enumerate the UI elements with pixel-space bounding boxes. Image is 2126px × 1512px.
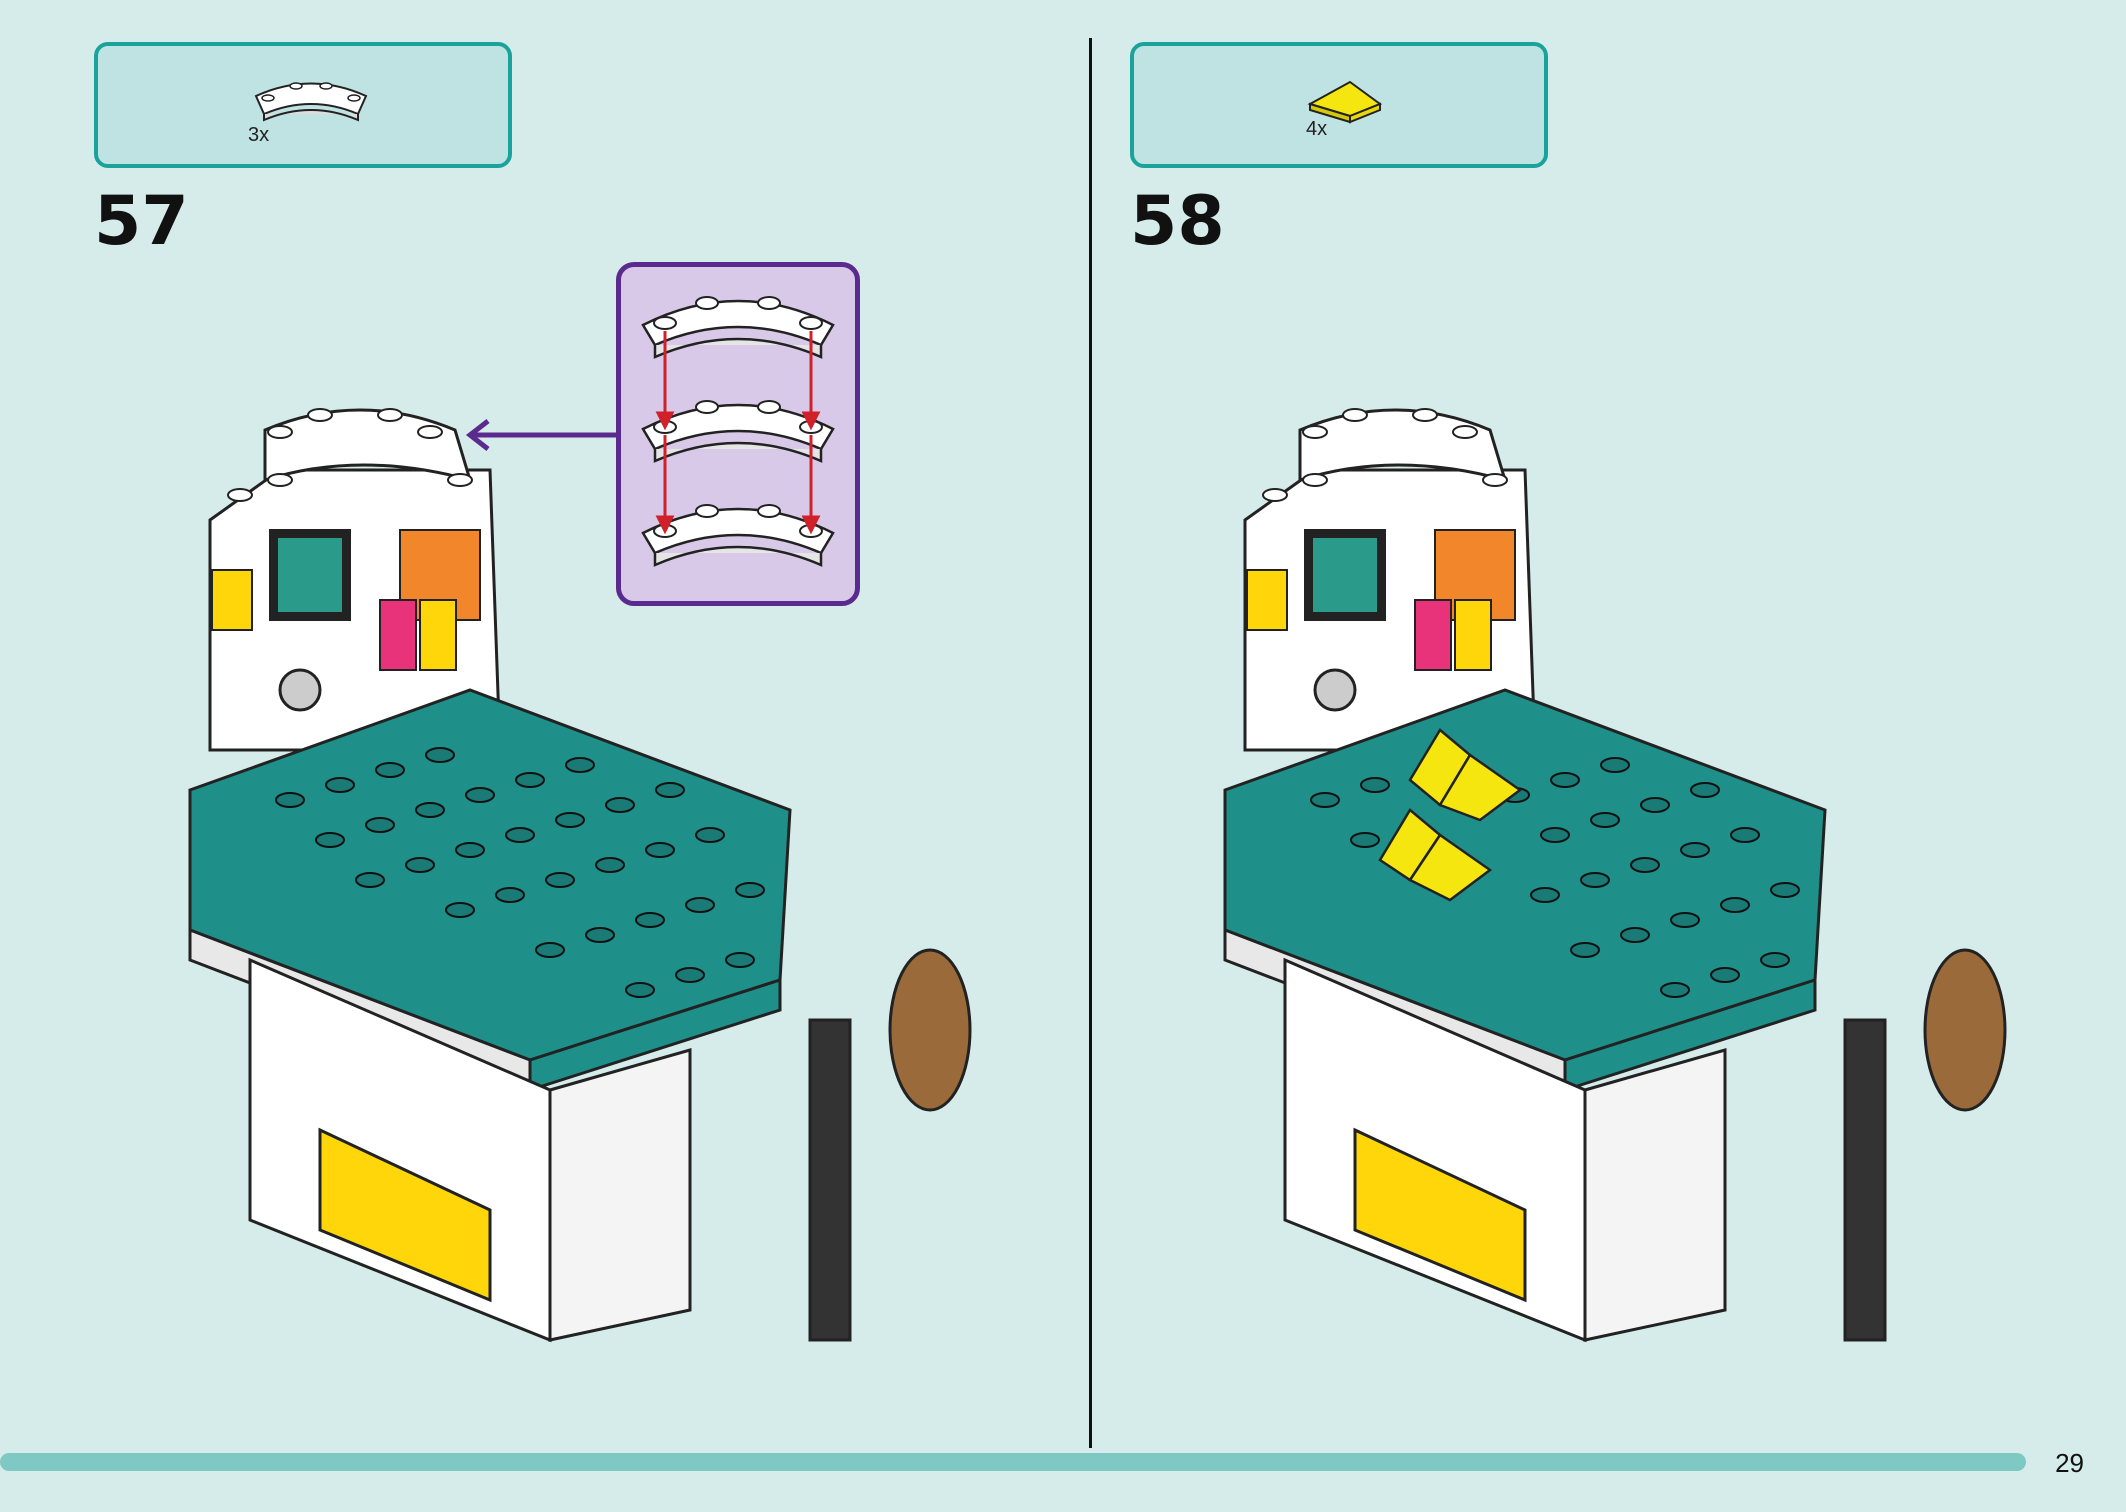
model-illustration-step-57 [188, 408, 972, 1343]
part-quantity: 4x [1306, 118, 1328, 140]
step-number: 57 [94, 182, 189, 261]
stack-diagram-icon [641, 296, 835, 567]
parts-box-step-57: 3x [94, 42, 512, 168]
curved-plate-icon [254, 82, 368, 122]
progress-bar [0, 1453, 2026, 1471]
page-divider [1089, 38, 1092, 1448]
page-number: 29 [2055, 1448, 2084, 1478]
callout-arrow-icon [465, 419, 618, 451]
part-quantity: 3x [248, 124, 270, 146]
parts-box-step-58: 4x [1130, 42, 1548, 168]
triangle-tile-icon [1307, 80, 1383, 124]
sub-assembly-callout [616, 262, 860, 606]
model-illustration-step-58 [1223, 408, 2007, 1343]
step-number: 58 [1130, 182, 1225, 261]
